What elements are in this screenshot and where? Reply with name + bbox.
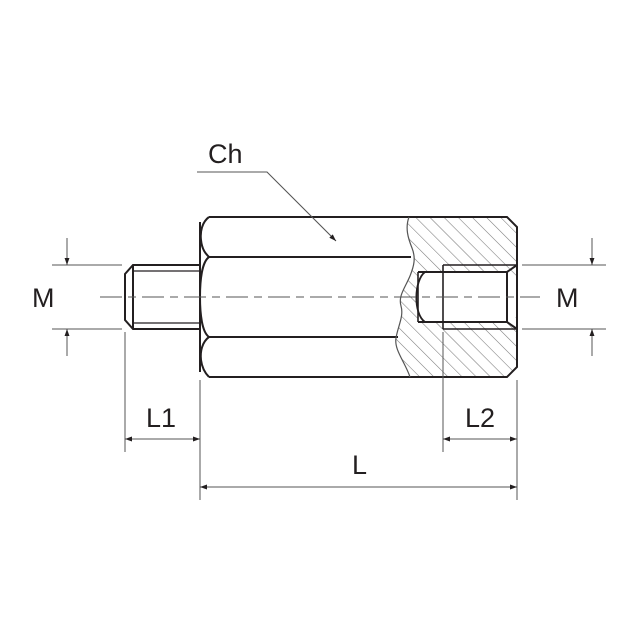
label-L1: L1 — [146, 403, 176, 433]
dim-thread-left — [52, 238, 122, 356]
label-wrench-size: Ch — [208, 139, 243, 169]
label-thread-right: M — [556, 283, 579, 313]
label-L: L — [352, 450, 367, 480]
dim-thread-right — [522, 238, 606, 356]
extension-lines — [124, 332, 518, 500]
leader-wrench-size — [197, 171, 337, 242]
break-line — [395, 216, 415, 378]
label-thread-left: M — [32, 283, 55, 313]
label-L2: L2 — [465, 403, 495, 433]
